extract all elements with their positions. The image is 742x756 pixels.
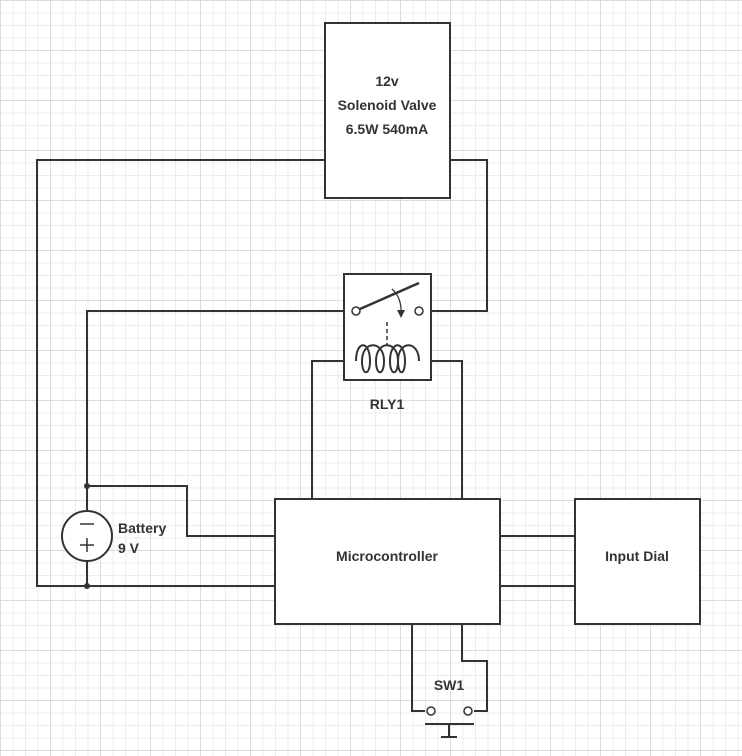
solenoid-line-1: 12v (375, 73, 399, 89)
microcontroller[interactable]: Microcontroller (274, 498, 501, 625)
wire-relay-coil-right (419, 360, 463, 499)
relay-switch-arm (359, 281, 420, 311)
junction-dot-bottom (84, 583, 90, 589)
relay-arrow-head (397, 310, 405, 318)
wire-battery-to-microcontroller (87, 485, 275, 537)
battery[interactable]: Battery 9 V (61, 510, 166, 562)
wire-mcu-to-switch-right (461, 624, 488, 712)
solenoid-line-2: Solenoid Valve (338, 97, 437, 113)
junction-dot-top (84, 483, 90, 489)
switch-contact-right (463, 706, 473, 716)
wire-solenoid-left-to-ground (36, 159, 325, 587)
microcontroller-label: Microcontroller (336, 548, 438, 564)
solenoid-valve-box (324, 22, 451, 199)
relay-label: RLY1 (370, 396, 405, 412)
battery-label-line-1: Battery (118, 520, 166, 536)
wire-battery-to-relay (86, 310, 356, 511)
microcontroller-box (274, 498, 501, 625)
battery-symbol (61, 510, 113, 562)
relay-contact-right (414, 306, 424, 316)
switch-label: SW1 (434, 677, 465, 693)
relay-contact-left (351, 306, 361, 316)
wire-solenoid-right-to-relay (424, 159, 488, 312)
input-dial-label: Input Dial (605, 548, 669, 564)
solenoid-line-3: 6.5W 540mA (346, 121, 428, 137)
relay-coil (355, 344, 420, 374)
push-switch[interactable]: SW1 (425, 677, 474, 738)
wire-relay-coil-left (311, 360, 356, 499)
relay-box (343, 273, 432, 381)
wire-mcu-to-switch-left (411, 624, 425, 712)
input-dial-box (574, 498, 701, 625)
wires (36, 159, 575, 712)
switch-contact-left (426, 706, 436, 716)
relay[interactable]: RLY1 (343, 273, 432, 412)
solenoid-valve[interactable]: 12v Solenoid Valve 6.5W 540mA (324, 22, 451, 199)
battery-label-line-2: 9 V (118, 540, 140, 556)
input-dial[interactable]: Input Dial (574, 498, 701, 625)
